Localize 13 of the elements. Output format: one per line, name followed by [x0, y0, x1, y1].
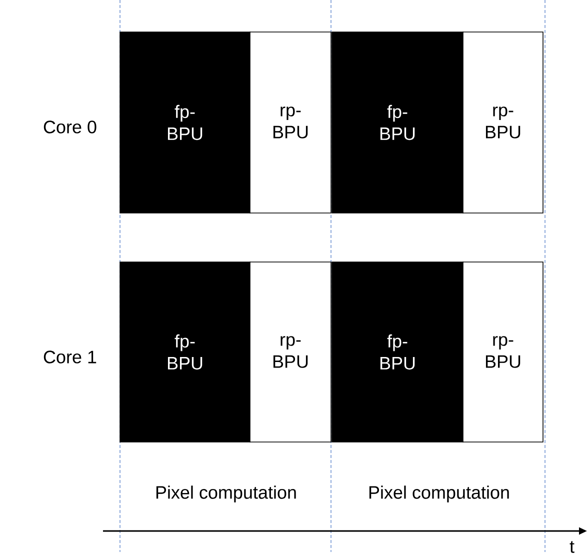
phase-label: Pixel computation — [369, 486, 509, 502]
process-block: fp-BPU — [120, 262, 250, 442]
process-block: fp-BPU — [332, 262, 464, 442]
axis-label: t — [570, 541, 574, 553]
row-label: Core 0 — [44, 120, 96, 134]
process-block: rp- BPU — [250, 262, 332, 442]
phase-label: Pixel computation — [156, 486, 296, 502]
process-block: fp-BPU — [332, 32, 464, 214]
process-block: rp- BPU — [462, 32, 544, 214]
process-block: fp-BPU — [120, 32, 250, 214]
process-block: rp- BPU — [250, 32, 332, 214]
row-label: Core 1 — [44, 350, 96, 364]
process-block: rp- BPU — [462, 262, 544, 442]
